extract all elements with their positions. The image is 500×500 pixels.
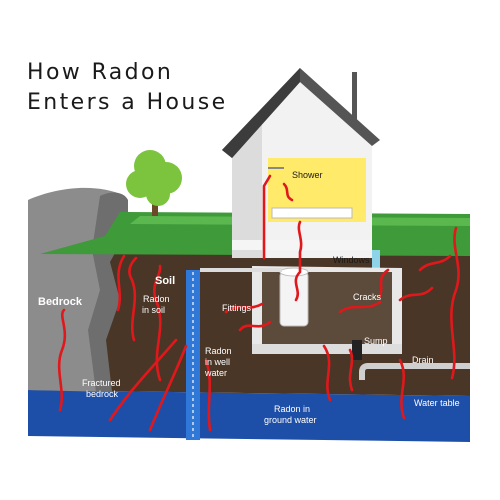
label-cracks: Cracks [353,292,382,302]
arrow-soil-1 [128,256,138,342]
label-shower: Shower [292,170,323,180]
arrow-soil-2 [153,264,162,382]
arrow-well-1 [204,358,212,432]
drain-pipe [359,363,470,380]
label-bedrock: Bedrock [38,296,83,308]
water-tank-top [279,267,309,277]
arrow-fitting-1 [224,302,264,314]
tree-foliage [126,150,182,206]
label-fractured-bedrock-1: Fractured [82,378,121,388]
label-radon-in-ground-water-2: ground water [264,415,317,425]
label-radon-in-well-water-3: water [204,368,227,378]
arrow-bedrock-2 [116,254,126,312]
window [372,250,380,268]
arrow-cracks-3 [378,268,390,298]
arrow-pipe-up [262,174,272,260]
arrow-ground-1 [322,344,332,402]
arrow-soil-4 [148,344,188,432]
arrow-cracks-2 [398,286,434,302]
label-radon-in-well-water-2: in well [205,357,230,367]
arrow-tank [294,220,303,302]
arrow-right-1 [450,226,460,380]
roof-side [222,68,300,158]
label-drain: Drain [412,355,434,365]
arrow-fitting-2 [238,320,272,332]
label-water-table: Water table [414,398,460,408]
label-radon-in-well-water-1: Radon [205,346,232,356]
label-radon-in-soil-2: in soil [142,305,165,315]
title-line-1: How Radon [27,60,174,85]
arrow-ground-2 [348,348,354,392]
label-fittings: Fittings [222,303,252,313]
bathtub [271,207,353,219]
label-radon-in-soil-1: Radon [143,294,170,304]
water-layer [28,390,470,442]
radon-arrows [57,174,460,432]
sump-pit [352,340,362,360]
arrow-cracks-1 [338,300,382,314]
label-soil: Soil [155,275,175,287]
arrow-soil-3 [108,338,178,422]
water-tank [279,271,309,327]
label-fractured-bedrock-2: bedrock [86,389,119,399]
arrow-shower [282,182,294,202]
label-sump: Sump [364,336,388,346]
arrow-bedrock-1 [57,308,67,412]
well-casing [186,270,200,440]
title-line-2: Enters a House [27,90,228,115]
arrow-right-2 [418,254,452,272]
diagram-title: How Radon Enters a House [27,58,267,118]
label-windows: Windows [333,255,370,265]
vent-pipe [352,72,357,122]
arrow-ground-3 [398,358,406,420]
label-radon-in-ground-water-1: Radon in [274,404,310,414]
